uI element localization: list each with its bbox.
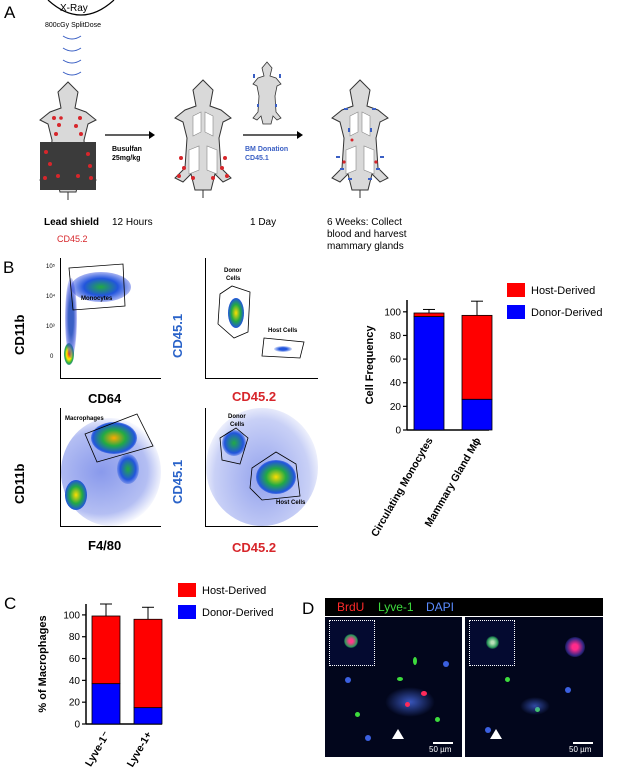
y-tick-label: 0: [395, 426, 401, 437]
timeline-1day: 1 Day: [250, 217, 277, 228]
scale-label-right: 50 µm: [569, 745, 592, 754]
legend-label: Host-Derived: [531, 285, 595, 297]
bar-host-derived: [91, 615, 121, 685]
y-tick-label: 20: [69, 698, 81, 709]
y-axis-label-cd11b: CD11b: [12, 314, 27, 355]
y-tick-label: 60: [390, 355, 402, 366]
arrow-icon: [243, 131, 303, 139]
gate-label-monocytes: Monocytes: [81, 296, 113, 302]
category-label: Mammary Gland Mϕ: [423, 435, 484, 529]
facs-plot-macrophages: Macrophages: [60, 408, 161, 527]
gate-label-donor-cells-2: Cells: [230, 422, 245, 428]
y-axis-label: Cell Frequency: [364, 325, 376, 405]
category-label: Lyve-1+: [125, 730, 155, 770]
stain-legend-bar: BrdU Lyve-1 DAPI: [325, 598, 603, 616]
mouse-shielded-icon: [39, 81, 97, 200]
facs-plot-cd45-gland: Donor Cells Host Cells: [205, 408, 318, 527]
xray-beam-icon: [62, 35, 82, 76]
y-axis-label: % of Macrophages: [37, 615, 49, 712]
timeline-6weeks-2: blood and harvest: [327, 229, 407, 240]
category-label: Lyve-1⁻: [83, 729, 113, 769]
timeline-6weeks-3: mammary glands: [327, 241, 404, 252]
bar-host-derived: [413, 312, 445, 317]
micrograph-left: 50 µm: [325, 617, 462, 757]
arrow-icon: [105, 131, 155, 139]
legend-swatch: [178, 605, 196, 619]
gate-label-macrophages: Macrophages: [65, 416, 104, 422]
y-tick-label: 100: [63, 610, 80, 621]
busulfan-label: Busulfan: [112, 146, 142, 153]
arrowhead-icon: [490, 729, 502, 739]
y-tick-label: 60: [69, 654, 81, 665]
bar-donor-derived: [91, 683, 121, 725]
tick-label: 0: [50, 354, 54, 360]
gate-label-donor-cells: Cells: [226, 276, 241, 282]
legend-swatch: [507, 283, 525, 297]
facs-plot-monocytes: Monocytes: [60, 258, 161, 379]
legend-swatch: [507, 305, 525, 319]
y-axis-label-cd451-2: CD45.1: [170, 459, 185, 504]
y-tick-label: 40: [69, 676, 81, 687]
gate-label-host: Host Cells: [268, 328, 298, 334]
legend-label: Host-Derived: [202, 585, 266, 597]
bm-cd451-label: CD45.1: [245, 155, 269, 162]
y-tick-label: 20: [390, 402, 402, 413]
y-tick-label: 80: [390, 331, 402, 342]
micrograph-right: 50 µm: [465, 617, 603, 757]
panel-label-c: C: [4, 594, 17, 613]
y-tick-label: 0: [74, 720, 80, 731]
facs-plot-cd45-blood: Donor Cells Host Cells: [205, 258, 318, 379]
legend-lyve: Lyve-1: [378, 600, 414, 614]
bar-donor-derived: [133, 707, 163, 725]
timeline-6weeks-1: 6 Weeks: Collect: [327, 217, 402, 228]
legend-brdu: BrdU: [337, 600, 365, 614]
x-axis-label-cd452-2: CD45.2: [232, 540, 277, 555]
panel-label-a: A: [4, 3, 16, 22]
donor-mouse-icon: [252, 61, 282, 125]
y-tick-label: 100: [384, 307, 401, 318]
gate-label-donor: Donor: [224, 268, 242, 274]
bar-donor-derived: [461, 398, 493, 431]
xray-source-icon: [47, 0, 115, 16]
x-axis-label-f480: F4/80: [88, 538, 122, 553]
cd452-label: CD45.2: [57, 234, 88, 244]
bm-donation-label: BM Donation: [245, 146, 289, 153]
bar-host-derived: [133, 618, 163, 709]
scale-bar: [573, 742, 593, 744]
inset-box: [469, 620, 515, 666]
legend-swatch: [178, 583, 196, 597]
busulfan-dose-label: 25mg/kg: [112, 155, 141, 162]
timeline-12h: 12 Hours: [112, 217, 153, 228]
bar-host-derived: [461, 314, 493, 400]
y-axis-label-cd11b-2: CD11b: [12, 463, 27, 504]
scale-label-left: 50 µm: [429, 745, 452, 754]
tick-label: 10⁴: [46, 294, 56, 300]
arrowhead-icon: [392, 729, 404, 739]
x-axis-label-cd64: CD64: [88, 391, 122, 406]
xray-label: X-Ray: [60, 3, 88, 14]
x-axis-label-cd452: CD45.2: [232, 389, 277, 404]
gate-label-donor-2: Donor: [228, 414, 246, 420]
inset-box: [329, 620, 375, 666]
y-axis-label-cd451: CD45.1: [170, 313, 185, 358]
panel-label-d: D: [302, 599, 315, 618]
legend-label: Donor-Derived: [202, 607, 274, 619]
legend-dapi: DAPI: [426, 600, 455, 614]
tick-label: 10⁵: [46, 264, 56, 270]
y-tick-label: 40: [390, 378, 402, 389]
tick-label: 10³: [46, 324, 55, 330]
legend-label: Donor-Derived: [531, 307, 603, 319]
bar-donor-derived: [413, 316, 445, 431]
mouse-reconstituted-icon: [331, 79, 389, 198]
dose-label: 800cGy SplitDose: [45, 22, 102, 29]
scale-bar: [433, 742, 453, 744]
gate-label-host-2: Host Cells: [276, 500, 306, 506]
y-tick-label: 80: [69, 632, 81, 643]
panel-label-b: B: [3, 258, 15, 277]
lead-shield-label: Lead shield: [44, 217, 100, 228]
mouse-irradiated-icon: [174, 79, 232, 198]
